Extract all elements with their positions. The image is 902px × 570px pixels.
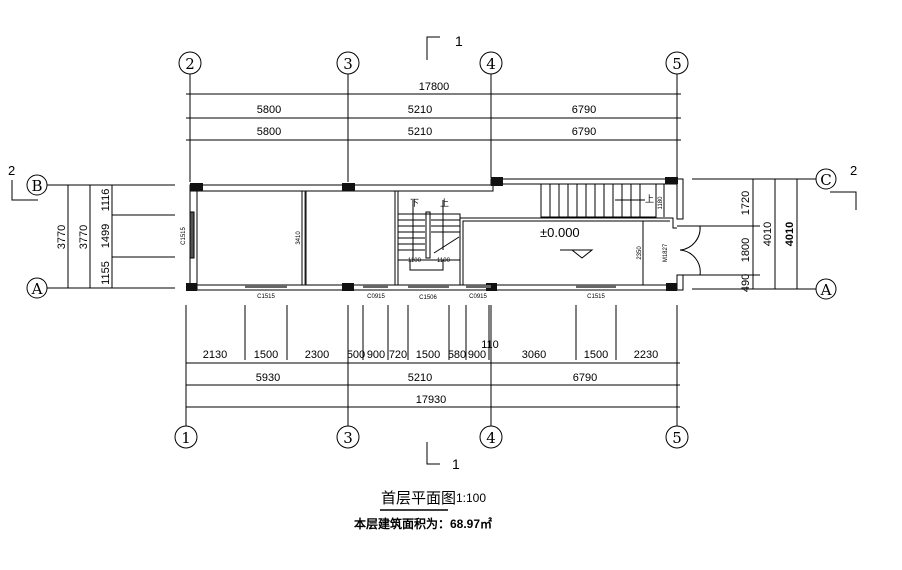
windows-bottom <box>245 285 616 288</box>
stair-left: 下 上 1100 1100 <box>398 198 460 270</box>
dim-text: 1499 <box>100 224 112 248</box>
dim-text: 500 <box>347 349 365 361</box>
dim-text: 1500 <box>254 349 278 361</box>
dim-text: 720 <box>389 349 407 361</box>
dim-text: 580 <box>448 349 466 361</box>
stair-right: 上 1180 <box>541 184 664 217</box>
axis-label: 3 <box>343 429 353 447</box>
axis-label: A <box>820 281 832 299</box>
dim-text: 6790 <box>573 372 597 384</box>
dim-text: 4010 <box>784 222 796 246</box>
title-text: 首层平面图 <box>381 490 456 507</box>
elevation-mark: ±0.000 <box>540 225 580 240</box>
dim-text: 900 <box>468 349 486 361</box>
axis-label: 5 <box>672 55 682 73</box>
dim-text: 3410 <box>296 231 302 245</box>
stair-up-label: 上 <box>440 198 449 208</box>
stair-up-label: 上 <box>645 194 654 204</box>
section-mark-left: 2 <box>8 163 38 200</box>
axis-label: 4 <box>486 55 496 73</box>
door-label: M1827 <box>663 243 669 262</box>
section-label: 1 <box>452 456 460 472</box>
dim-text: 1800 <box>740 238 752 262</box>
window-label: C1515 <box>181 227 187 245</box>
axis-bubbles-bottom: 1 3 4 5 <box>175 426 688 448</box>
dim-text: 2230 <box>634 349 658 361</box>
axis-label: 3 <box>343 55 353 73</box>
section-label: 2 <box>850 163 857 178</box>
dim-text: 6790 <box>572 126 596 138</box>
section-label: 1 <box>455 33 463 49</box>
section-mark-right: 2 <box>830 163 857 210</box>
dim-text: 3770 <box>78 225 90 249</box>
axis-label: C <box>820 171 831 189</box>
building-walls <box>186 177 683 291</box>
dim-text: 5800 <box>257 104 281 116</box>
dim-text: 3770 <box>56 225 68 249</box>
section-mark-bottom: 1 <box>427 442 460 472</box>
axis-label: A <box>31 280 43 298</box>
dim-text: 5210 <box>408 104 432 116</box>
axis-label: 2 <box>185 55 195 73</box>
dim-text: 3060 <box>522 349 546 361</box>
dim-text: 1500 <box>416 349 440 361</box>
dim-text: 1180 <box>658 196 664 210</box>
scale-text: 1:100 <box>456 491 486 505</box>
dim-text: 5210 <box>408 126 432 138</box>
dim-text: 4010 <box>762 222 774 246</box>
top-dimensions: 17800 5800 5210 6790 5800 5210 6790 <box>257 81 596 138</box>
dim-text: 2300 <box>305 349 329 361</box>
dim-text: 490 <box>740 274 752 292</box>
door-m1827 <box>677 226 700 275</box>
axis-label: B <box>31 177 42 195</box>
axis-label: 4 <box>486 429 496 447</box>
dim-text: 1500 <box>584 349 608 361</box>
dim-text: 5800 <box>257 126 281 138</box>
dim-text: 5930 <box>256 372 280 384</box>
window-label: C1506 <box>419 295 437 301</box>
right-dimensions: C A 1720 1800 490 4010 4010 <box>692 169 836 299</box>
drawing-title: 首层平面图 1:100 本层建筑面积为：68.97㎡ <box>354 490 492 531</box>
section-mark-top: 1 <box>427 33 463 60</box>
dim-text: 1116 <box>100 189 112 212</box>
axis-label: 1 <box>181 429 191 447</box>
axis-bubbles-top: 2 3 4 5 <box>179 52 688 182</box>
left-dimensions: B A 3770 3770 1116 1499 1155 <box>27 175 175 298</box>
stair-width: 1100 <box>408 258 422 264</box>
window-label: C1515 <box>257 294 275 300</box>
dim-text: 1155 <box>100 261 112 285</box>
dim-text: 900 <box>367 349 385 361</box>
dim-text: 17930 <box>416 394 447 406</box>
dim-text: 1720 <box>740 191 752 215</box>
area-note: 本层建筑面积为：68.97㎡ <box>354 516 492 531</box>
dim-text: 2130 <box>203 349 227 361</box>
room-labels: 3410 2350 M1827 C1515 ±0.000 C1515 C0915… <box>181 191 669 301</box>
dim-text: 5210 <box>408 372 432 384</box>
stair-width: 1100 <box>437 258 451 264</box>
window-label: C0915 <box>469 294 487 300</box>
dim-text: 110 <box>481 339 499 351</box>
window-label: C0915 <box>367 294 385 300</box>
dim-text: 17800 <box>419 81 450 93</box>
stair-down-label: 下 <box>410 198 419 208</box>
axis-label: 5 <box>672 429 682 447</box>
dim-text: 6790 <box>572 104 596 116</box>
section-label: 2 <box>8 163 15 178</box>
dim-text: 2350 <box>637 246 643 260</box>
columns <box>186 177 678 291</box>
bottom-dimensions: 2130 1500 2300 500 900 720 1500 580 900 … <box>186 305 680 426</box>
window-label: C1515 <box>587 294 605 300</box>
